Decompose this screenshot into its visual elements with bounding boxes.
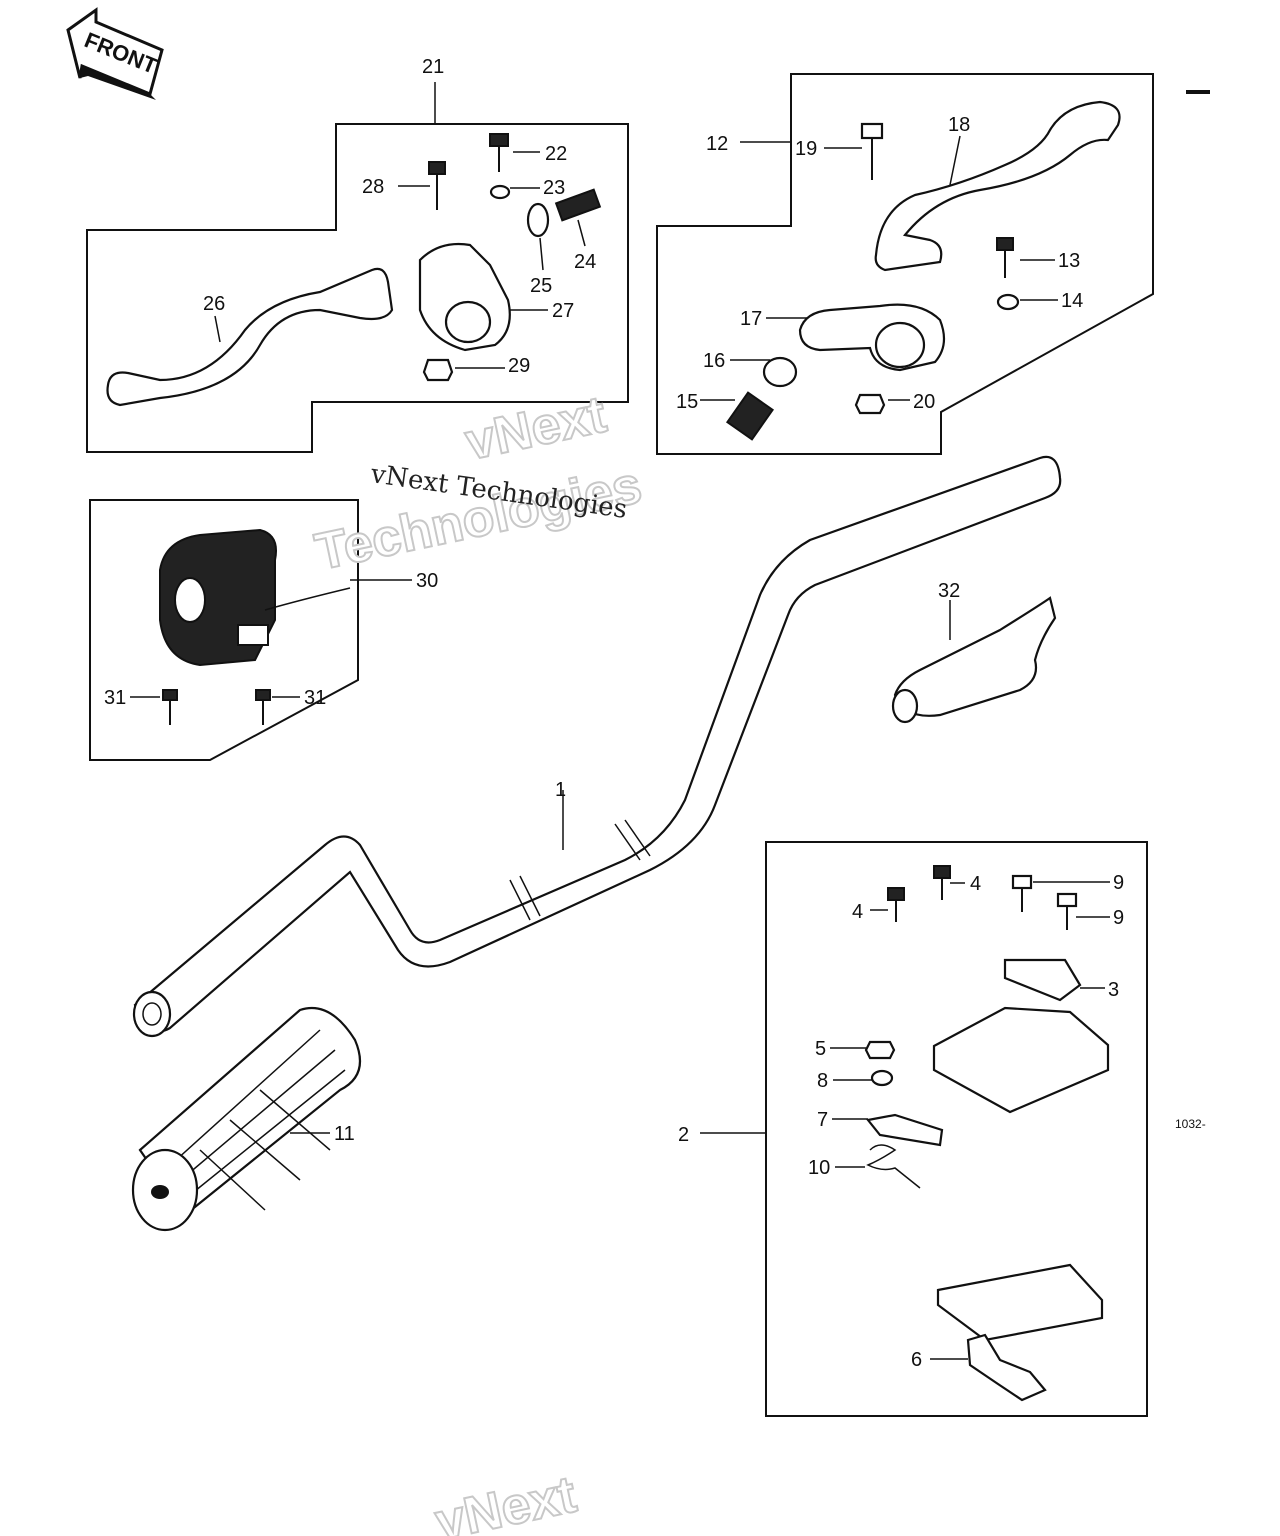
group-box-2 (765, 841, 1148, 1417)
callout-label: 15 (676, 391, 698, 413)
handlebar (132, 455, 1062, 1038)
callout-label: 4 (852, 901, 863, 923)
callout-label: 30 (416, 570, 438, 592)
callout-label: 25 (530, 275, 552, 297)
clutch-lever (106, 267, 394, 407)
callout-label: 28 (362, 176, 384, 198)
callout-label: 3 (1108, 979, 1119, 1001)
callout-label: 31 (104, 687, 126, 709)
front-arrow-icon: FRONT (66, 7, 164, 100)
lever-plate (865, 1113, 944, 1147)
callout-label: 8 (817, 1070, 828, 1092)
callout-label: 9 (1113, 907, 1124, 929)
switch-key (966, 1333, 1047, 1402)
callout-label: 12 (706, 133, 728, 155)
callout-label: 13 (1058, 250, 1080, 272)
cover-plate (936, 1263, 1104, 1342)
callout-label: 22 (545, 143, 567, 165)
callout-label: 24 (574, 251, 596, 273)
callout-label: 29 (508, 355, 530, 377)
callout-label: 19 (795, 138, 817, 160)
holder-clamp (1003, 958, 1082, 1002)
callout-label: 1 (555, 779, 566, 801)
callout-label: 9 (1113, 872, 1124, 894)
brake-lever (874, 100, 1121, 272)
group-box-21 (86, 123, 629, 453)
callout-label: 27 (552, 300, 574, 322)
callout-label: 10 (808, 1157, 830, 1179)
leader-lines (130, 82, 1110, 1360)
small-fasteners (162, 122, 1078, 1087)
handlebar-switch (159, 528, 351, 667)
callout-label: 14 (1061, 290, 1083, 312)
callout-label: 31 (304, 687, 326, 709)
callout-label: 17 (740, 308, 762, 330)
callout-label: 11 (334, 1123, 355, 1145)
callout-label: 16 (703, 350, 725, 372)
return-spring (866, 1144, 921, 1189)
group-box-30 (89, 499, 359, 761)
callout-label: 5 (815, 1038, 826, 1060)
handle-grip (131, 1006, 362, 1232)
watermark-outline-1: vNext (460, 386, 611, 472)
group-box-12 (656, 73, 1154, 455)
callout-label: 4 (970, 873, 981, 895)
callout-label: 32 (938, 580, 960, 602)
callout-label: 7 (817, 1109, 828, 1131)
watermark-outline-bottom: vNext (430, 1466, 581, 1536)
master-cylinder-body (932, 1006, 1110, 1114)
callout-label: 2 (678, 1124, 689, 1146)
callout-label: 6 (911, 1349, 922, 1371)
callout-label: 23 (543, 177, 565, 199)
drawing-code: 1032- (1175, 1117, 1206, 1131)
callout-labels: 1 2 3 4 4 5 6 7 8 9 9 10 11 12 13 14 15 … (104, 56, 1124, 1371)
lever-cover (893, 596, 1057, 717)
callout-label: 18 (948, 114, 970, 136)
callout-label: 21 (422, 56, 444, 78)
callout-label: 20 (913, 391, 935, 413)
callout-label: 26 (203, 293, 225, 315)
